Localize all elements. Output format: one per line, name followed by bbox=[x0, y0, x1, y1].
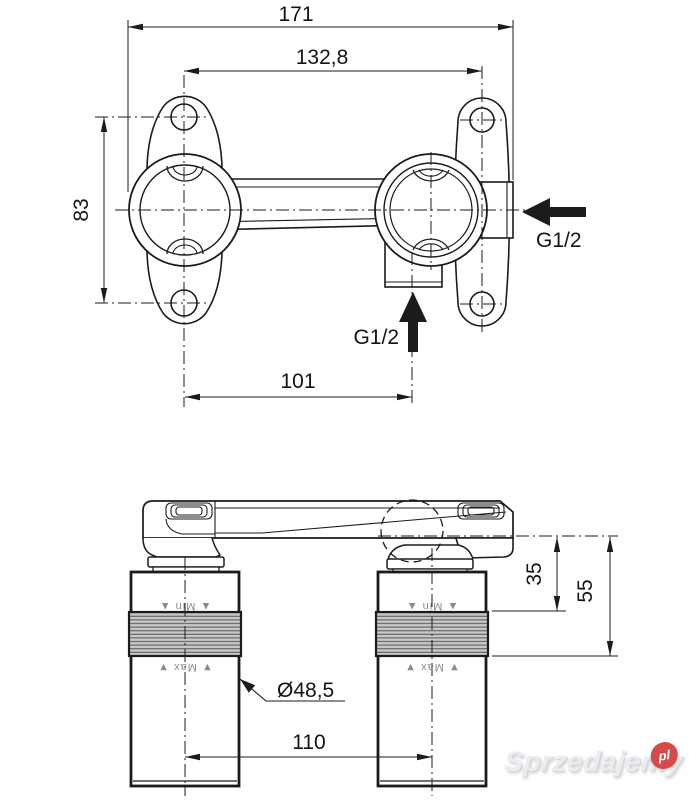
dim-min-depth-label: 35 bbox=[523, 562, 546, 585]
dimension-total-width bbox=[127, 20, 514, 192]
body-bar-details bbox=[165, 501, 507, 538]
left-flange bbox=[147, 556, 225, 568]
dimension-center-distance bbox=[185, 753, 432, 761]
dim-inlet-offset-label: 101 bbox=[280, 370, 315, 393]
dimension-max-depth bbox=[606, 537, 614, 656]
extension-lines bbox=[492, 610, 618, 657]
left-min-marking: ▲ Min ▲ bbox=[159, 600, 212, 612]
side-inlet-arrow-icon bbox=[522, 198, 586, 226]
dimension-min-depth bbox=[553, 537, 561, 611]
dimension-hole-spacing bbox=[184, 67, 482, 75]
dim-center-distance-label: 110 bbox=[292, 731, 325, 754]
front-view bbox=[127, 499, 618, 796]
dim-total-width-label: 171 bbox=[278, 3, 313, 26]
dim-hole-spacing-label: 132,8 bbox=[296, 46, 349, 69]
top-view bbox=[95, 20, 586, 407]
right-neck bbox=[387, 544, 474, 560]
bottom-inlet-thread-label: G1/2 bbox=[353, 326, 399, 349]
dimension-inlet-offset bbox=[185, 393, 412, 401]
dim-max-depth-label: 55 bbox=[574, 579, 597, 602]
centerlines-front-view bbox=[184, 535, 618, 796]
diameter-leader bbox=[239, 678, 345, 702]
left-neck bbox=[142, 537, 222, 558]
side-inlet-thread-label: G1/2 bbox=[536, 229, 582, 252]
dimension-hole-vertical bbox=[100, 117, 108, 303]
dim-body-diameter-label: Ø48,5 bbox=[277, 679, 334, 702]
bottom-inlet-arrow-icon bbox=[399, 292, 427, 352]
left-max-marking: ▼ Max ▼ bbox=[157, 661, 213, 673]
watermark: Sprzedajemy pl bbox=[503, 739, 696, 786]
centerlines-top-view bbox=[95, 66, 545, 407]
right-max-marking: ▼ Max ▼ bbox=[404, 661, 460, 673]
right-flange bbox=[386, 558, 474, 570]
body-bar bbox=[142, 500, 514, 539]
front-view-labels: 35 55 Ø48,5 110 ▲ Min ▲ ▼ Max ▼ ▲ Min ▲ … bbox=[157, 562, 597, 754]
right-min-marking: ▲ Min ▲ bbox=[406, 600, 459, 612]
dim-hole-vertical-label: 83 bbox=[70, 198, 93, 221]
detail-reference-circle bbox=[380, 499, 444, 563]
top-view-labels: 171 132,8 83 101 G1/2 G1/2 bbox=[70, 3, 582, 393]
